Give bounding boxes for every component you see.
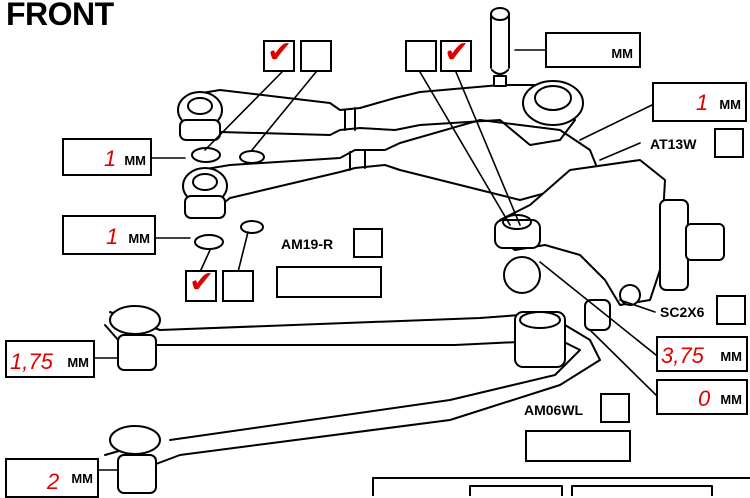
check-mark-icon: ✔ xyxy=(189,266,215,299)
vertical-screw xyxy=(490,7,510,87)
checkbox-mid-left[interactable] xyxy=(405,40,437,72)
checkbox-lower-right[interactable] xyxy=(222,270,254,302)
upper-link-value: 1 xyxy=(696,90,709,115)
checkbox-sc2x6[interactable] xyxy=(716,295,746,325)
shims xyxy=(191,147,265,250)
checkbox-mid-right[interactable]: ✔ xyxy=(440,36,472,72)
checkbox-am19r[interactable] xyxy=(353,228,383,258)
page-title: FRONT xyxy=(6,0,114,32)
part-label-am19r: AM19-R xyxy=(281,236,334,252)
part-label-sc2x6: SC2X6 xyxy=(660,304,705,320)
arm-lower-value: 2 xyxy=(47,469,60,494)
leader-lines xyxy=(92,49,657,471)
pivot-ball-value: 3,75 xyxy=(661,343,704,368)
am19r-field[interactable] xyxy=(276,266,382,298)
arm-lower-mm-field[interactable]: 2 MM xyxy=(5,458,99,498)
steering-knuckle xyxy=(494,159,725,306)
lower-a-arm xyxy=(104,299,611,494)
part-label-at13w: AT13W xyxy=(650,136,697,152)
checkbox-top-left[interactable]: ✔ xyxy=(263,36,295,72)
checkbox-lower-left[interactable]: ✔ xyxy=(185,266,217,302)
am06wl-field[interactable] xyxy=(525,430,631,462)
upper-link-mm-field[interactable]: 1 MM xyxy=(652,82,747,122)
arm-shim-mm-field[interactable]: 0 MM xyxy=(656,379,748,415)
lower-shim-mm-field[interactable]: 1 MM xyxy=(62,215,156,255)
check-mark-icon: ✔ xyxy=(267,36,293,69)
checkbox-top-right[interactable] xyxy=(300,40,332,72)
checkbox-at13w[interactable] xyxy=(714,128,744,158)
top-shim-mm-field[interactable]: 1 MM xyxy=(62,138,152,176)
screw-mm-field[interactable]: MM xyxy=(545,32,641,68)
checkbox-am06wl[interactable] xyxy=(600,393,630,423)
arm-shim-value: 0 xyxy=(698,386,711,411)
part-label-am06wl: AM06WL xyxy=(524,402,584,418)
check-mark-icon: ✔ xyxy=(444,36,470,69)
upper-turnbuckle xyxy=(177,80,584,146)
arm-upper-value: 1,75 xyxy=(10,349,53,374)
lower-shim-value: 1 xyxy=(106,224,119,249)
pivot-ball-mm-field[interactable]: 3,75 MM xyxy=(656,336,748,372)
top-shim-value: 1 xyxy=(104,146,117,171)
arm-upper-mm-field[interactable]: 1,75 MM xyxy=(5,340,95,378)
